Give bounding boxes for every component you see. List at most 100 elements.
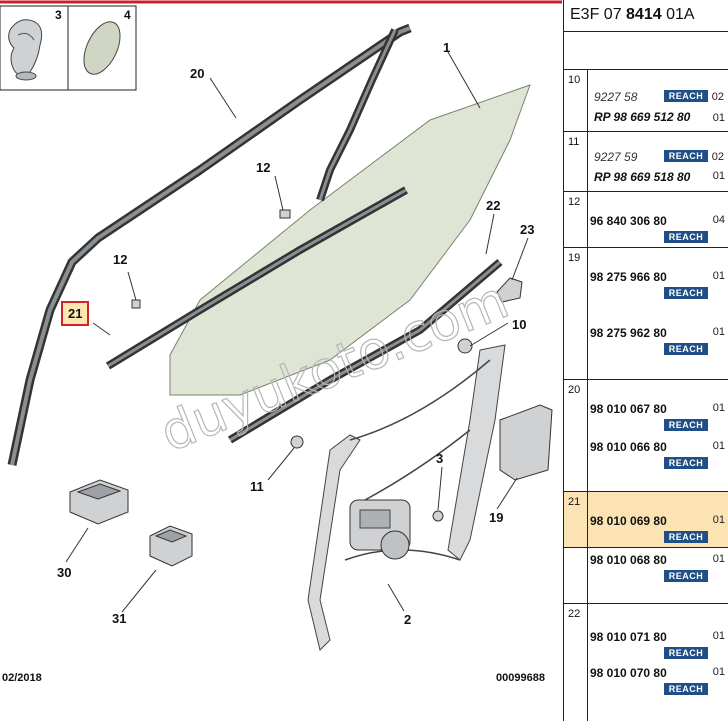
regulator-motor xyxy=(349,499,411,560)
part-quantity: 01 xyxy=(712,630,725,642)
callout-10: 10 xyxy=(512,317,527,332)
part-quantity: 01 xyxy=(712,112,725,124)
part-entry-2: 98 275 962 80 REACH xyxy=(590,326,728,366)
reach-badge: REACH xyxy=(664,231,708,243)
callout-12a: 12 xyxy=(256,160,271,175)
callout-12b: 12 xyxy=(113,252,128,267)
part-quantity: 01 xyxy=(712,402,725,414)
part-quantity-2: 01 xyxy=(712,553,725,565)
reach-badge: REACH xyxy=(664,150,708,162)
reach-badge: REACH xyxy=(664,647,708,659)
part-number-2[interactable]: 98 010 066 80 xyxy=(590,440,667,454)
part-entry-2: 98 010 066 80 REACH xyxy=(590,440,728,480)
reach-badge: REACH xyxy=(664,287,708,299)
part-number[interactable]: RP 98 669 518 80 xyxy=(594,170,691,184)
part-quantity: 01 xyxy=(712,170,725,182)
part-row-11[interactable]: 11 9227 59 REACH 02 RP 98 669 518 80 01 xyxy=(564,132,728,192)
footer-date: 02/2018 xyxy=(2,672,42,684)
part-entry: 9227 58 REACH 02 RP 98 669 512 80 xyxy=(590,90,728,130)
part-quantity-2: 01 xyxy=(712,326,725,338)
clip-part xyxy=(496,277,523,303)
part-row-20[interactable]: 20 98 010 067 80 REACH 01 98 010 066 80 … xyxy=(564,380,728,492)
alt-part-number: 9227 59 xyxy=(594,150,638,164)
part-index: 12 xyxy=(564,192,588,247)
parts-panel: E3F 07 8414 01A 10 9227 58 REACH 02 RP 9… xyxy=(563,0,728,721)
part-index-blank xyxy=(564,548,588,603)
reach-badge: REACH xyxy=(664,683,708,695)
part-number[interactable]: 96 840 306 80 xyxy=(590,214,667,228)
diagram-code: E3F 07 8414 01A xyxy=(564,0,728,32)
callout-19: 19 xyxy=(489,510,504,525)
part-quantity: 01 xyxy=(712,270,725,282)
part-row-10[interactable]: 10 9227 58 REACH 02 RP 98 669 512 80 01 xyxy=(564,70,728,132)
part-number-2[interactable]: 98 010 070 80 xyxy=(590,666,667,680)
part-index: 20 xyxy=(564,380,588,491)
part-row-12[interactable]: 12 96 840 306 80 REACH 04 xyxy=(564,192,728,248)
part-number-2[interactable]: 98 010 068 80 xyxy=(590,553,667,567)
part-number-2[interactable]: 98 275 962 80 xyxy=(590,326,667,340)
clip-part-image xyxy=(8,19,43,81)
reach-badge: REACH xyxy=(664,531,708,543)
part-quantity-2: 01 xyxy=(712,666,725,678)
part-number[interactable]: 98 010 069 80 xyxy=(590,514,667,528)
callout-22: 22 xyxy=(486,198,501,213)
part-entry: 96 840 306 80 REACH xyxy=(590,214,728,254)
part-entry: 9227 59 REACH 02 RP 98 669 518 80 xyxy=(590,150,728,190)
film-patch-image xyxy=(83,21,121,75)
part-row-19[interactable]: 19 98 275 966 80 REACH 01 98 275 962 80 … xyxy=(564,248,728,380)
part-index: 19 xyxy=(564,248,588,379)
part-row-22[interactable]: 22 98 010 071 80 REACH 01 98 010 070 80 … xyxy=(564,604,728,721)
diagram-code-main: 8414 xyxy=(626,6,662,23)
part-number[interactable]: RP 98 669 512 80 xyxy=(594,110,691,124)
part-entry: 98 010 071 80 REACH xyxy=(590,630,728,670)
alt-quantity: 02 xyxy=(711,151,724,163)
part-number[interactable]: 98 275 966 80 xyxy=(590,270,667,284)
part-index: 10 xyxy=(564,70,588,131)
callout-21[interactable]: 21 xyxy=(60,301,90,326)
part-entry: 98 275 966 80 REACH xyxy=(590,270,728,310)
reach-badge: REACH xyxy=(664,457,708,469)
callout-2: 2 xyxy=(404,612,412,627)
callout-23: 23 xyxy=(520,222,535,237)
part-number[interactable]: 98 010 071 80 xyxy=(590,630,667,644)
alt-part-number: 9227 58 xyxy=(594,90,638,104)
bracket-part xyxy=(499,404,553,481)
callout-30: 30 xyxy=(57,565,72,580)
part-index: 22 xyxy=(564,604,588,721)
diagram-code-suffix: 01A xyxy=(661,6,695,23)
leader-lines xyxy=(65,51,529,613)
part-index: 21 xyxy=(564,492,588,547)
part-number[interactable]: 98 010 067 80 xyxy=(590,402,667,416)
part-row-21-alt[interactable]: 98 010 068 80 REACH 01 xyxy=(564,548,728,604)
part-row-21[interactable]: 21 98 010 069 80 REACH 01 xyxy=(564,492,728,548)
reach-badge: REACH xyxy=(664,90,708,102)
callout-11: 11 xyxy=(250,479,264,494)
reach-badge: REACH xyxy=(664,343,708,355)
switch-part-31 xyxy=(149,525,193,567)
callout-20: 20 xyxy=(190,66,205,81)
alt-quantity: 02 xyxy=(711,91,724,103)
reach-badge: REACH xyxy=(664,570,708,582)
door-glass xyxy=(169,84,531,396)
part-quantity: 01 xyxy=(712,514,725,526)
regulator-rail-front xyxy=(307,434,361,651)
part-quantity: 04 xyxy=(712,214,725,226)
inset-label-4: 4 xyxy=(124,8,131,22)
part-entry-2: 98 010 068 80 REACH xyxy=(590,553,728,593)
panel-spacer xyxy=(564,32,728,70)
regulator-rail-rear xyxy=(447,344,506,561)
inset-label-3: 3 xyxy=(55,8,62,22)
reach-badge: REACH xyxy=(664,419,708,431)
diagram-drawing: duyukoto.com xyxy=(0,0,562,651)
callout-3: 3 xyxy=(436,451,444,466)
switch-part-30 xyxy=(69,479,129,525)
diagram-code-prefix: E3F 07 xyxy=(570,6,627,23)
footer-ref: 00099688 xyxy=(496,672,545,684)
exploded-diagram: duyukoto.com 3 4 1 20 12 12 22 23 21 10 … xyxy=(0,0,562,684)
part-quantity-2: 01 xyxy=(712,440,725,452)
part-entry: 98 010 069 80 REACH xyxy=(590,514,728,554)
callout-1: 1 xyxy=(443,40,451,55)
part-index: 11 xyxy=(564,132,588,191)
part-entry: 98 010 067 80 REACH xyxy=(590,402,728,442)
part-entry-2: 98 010 070 80 REACH xyxy=(590,666,728,706)
